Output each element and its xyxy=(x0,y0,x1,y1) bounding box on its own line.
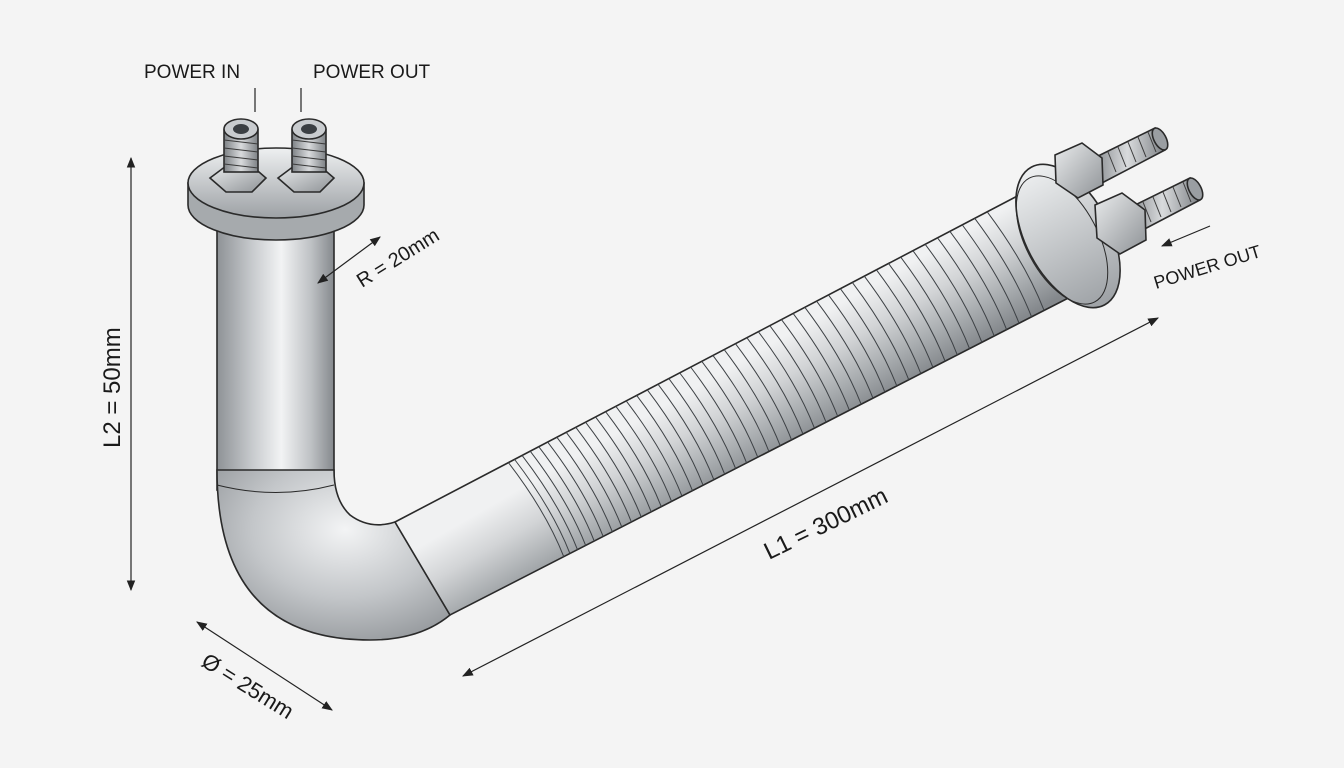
terminal-stud-upper xyxy=(1054,126,1169,199)
thread-lines xyxy=(1142,181,1192,223)
l1-dimension-line xyxy=(462,317,1159,677)
thread-lines xyxy=(1107,131,1157,173)
finned-tube xyxy=(393,190,1084,617)
fin-ring xyxy=(974,218,1033,318)
power-out-side-arrow xyxy=(1161,225,1211,247)
power-out-top-label: POWER OUT xyxy=(313,62,431,83)
thread-lines xyxy=(223,139,259,169)
l1-label: L1 = 300mm xyxy=(760,482,892,565)
power-in-label: POWER IN xyxy=(144,62,240,83)
top-flange xyxy=(187,147,365,241)
radius-label: R = 20mm xyxy=(353,224,443,292)
l2-label: L2 = 50mm xyxy=(99,327,126,448)
diameter-label: Ø = 25mm xyxy=(197,648,298,724)
fin-ring xyxy=(986,211,1045,311)
power-out-side-label: POWER OUT xyxy=(1151,241,1263,293)
vertical-tube xyxy=(216,224,335,491)
diameter-dimension-line xyxy=(196,621,333,711)
power-in-terminal xyxy=(208,118,268,193)
terminal-stud-lower xyxy=(1094,176,1204,255)
fin-ring xyxy=(961,224,1020,324)
power-out-terminal-top xyxy=(276,118,336,193)
thread-lines xyxy=(291,139,327,169)
radius-dimension-line xyxy=(317,236,381,284)
end-flange xyxy=(1015,163,1121,309)
